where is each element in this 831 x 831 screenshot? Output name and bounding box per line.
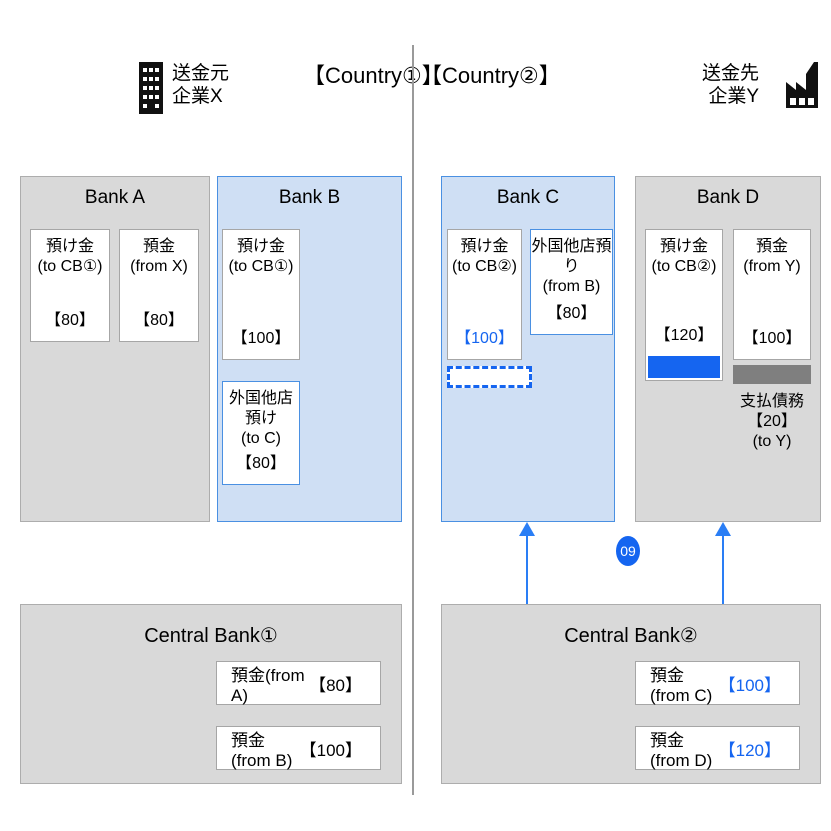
central-bank-2-title: Central Bank②: [564, 625, 698, 647]
country-2-label: 【Country②】: [420, 63, 561, 88]
account-box-bank-a-deposit-to-cb1[interactable]: 預け金 (to CB①) 【80】: [30, 229, 110, 342]
account-amount: 【80】: [45, 312, 95, 329]
country-divider: [412, 45, 414, 795]
central-bank-2-row-deposit-from-d[interactable]: 預金(from D) 【120】: [635, 726, 800, 770]
account-amount: 【80】: [546, 305, 597, 322]
receiver-label: 送金先 企業Y: [702, 63, 760, 107]
account-label: 預け金 (to CB①): [228, 238, 294, 275]
row-label: 預金(from A): [231, 665, 305, 705]
account-box-bank-c-deposit-to-cb2[interactable]: 預け金 (to CB②) 【100】: [447, 229, 522, 360]
row-label: 預金(from C): [650, 665, 713, 705]
bank-c-pending-placeholder: [447, 366, 532, 388]
country-1-label: 【Country①】: [303, 63, 444, 88]
account-box-bank-d-deposit-to-cb2[interactable]: 預け金 (to CB②) 【120】: [645, 229, 723, 381]
step-badge-09[interactable]: 09: [616, 536, 640, 566]
central-bank-1-row-deposit-from-b[interactable]: 預金(from B) 【100】: [216, 726, 381, 770]
row-value: 【80】: [309, 675, 362, 695]
account-box-bank-b-deposit-to-cb1[interactable]: 預け金 (to CB①) 【100】: [222, 229, 300, 360]
account-box-bank-a-deposit-from-x[interactable]: 預金 (from X) 【80】: [119, 229, 199, 342]
account-label: 預金 (from Y): [743, 238, 801, 275]
bank-d-payable-note: 支払債務【20】 (to Y): [739, 393, 804, 450]
bank-b-title: Bank B: [278, 187, 341, 208]
account-amount: 【80】: [236, 455, 286, 472]
account-amount: 【80】: [134, 312, 184, 329]
bank-d-title: Bank D: [696, 187, 760, 208]
bank-d-cb-deposit-fillbar: [648, 356, 720, 378]
bank-panel-bank-a[interactable]: Bank A: [20, 176, 210, 522]
account-amount: 【120】: [654, 327, 714, 344]
account-box-bank-d-deposit-from-y[interactable]: 預金 (from Y) 【100】: [733, 229, 811, 360]
office-building-icon: [136, 60, 166, 114]
account-amount: 【100】: [742, 330, 802, 347]
account-amount: 【100】: [231, 330, 291, 347]
account-box-bank-b-nostro-to-c[interactable]: 外国他店預け (to C) 【80】: [222, 381, 300, 485]
account-label: 預金 (from X): [130, 238, 188, 275]
arrow-cb2-to-bank-d-shaft: [722, 534, 724, 607]
bank-d-payable-bar: [733, 365, 811, 384]
sender-label: 送金元 企業X: [172, 63, 230, 107]
central-bank-2-row-deposit-from-c[interactable]: 預金(from C) 【100】: [635, 661, 800, 705]
account-label: 外国他店預け (to C): [228, 390, 293, 447]
arrow-cb2-to-bank-c-shaft: [526, 534, 528, 607]
factory-icon: [784, 60, 820, 110]
account-label: 預け金 (to CB①): [37, 238, 103, 275]
row-value: 【120】: [718, 740, 781, 760]
central-bank-1-title: Central Bank①: [144, 625, 278, 647]
row-value: 【100】: [718, 675, 781, 695]
row-label: 預金(from B): [231, 730, 293, 770]
row-label: 預金(from D): [650, 730, 713, 770]
arrow-cb2-to-bank-d-head: [715, 522, 731, 536]
account-amount: 【100】: [455, 330, 514, 347]
row-value: 【100】: [299, 740, 362, 760]
account-label: 外国他店預り (from B): [531, 238, 612, 295]
account-box-bank-c-vostro-from-b[interactable]: 外国他店預り (from B) 【80】: [530, 229, 613, 335]
bank-a-title: Bank A: [84, 187, 146, 208]
bank-c-title: Bank C: [496, 187, 560, 208]
account-label: 預け金 (to CB②): [451, 238, 517, 275]
arrow-cb2-to-bank-c-head: [519, 522, 535, 536]
account-label: 預け金 (to CB②): [651, 238, 717, 275]
central-bank-1-row-deposit-from-a[interactable]: 預金(from A) 【80】: [216, 661, 381, 705]
